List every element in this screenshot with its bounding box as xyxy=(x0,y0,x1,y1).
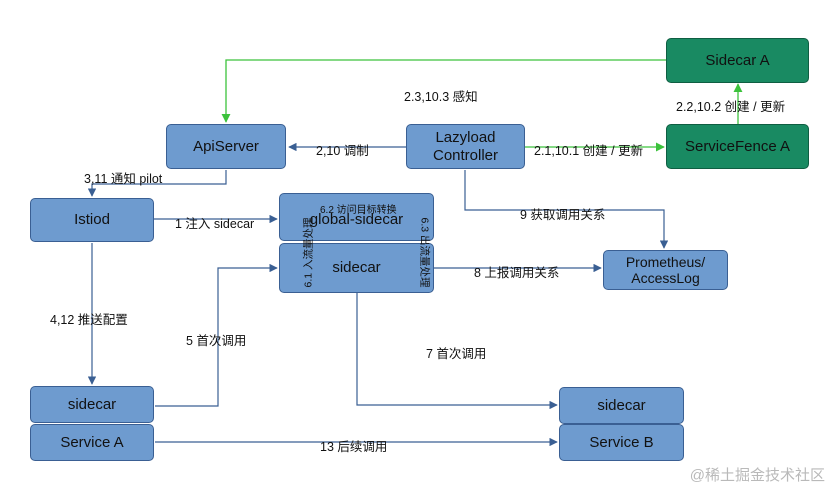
node-service-a: Service A xyxy=(30,424,154,461)
label-create-update-fence: 2.1,10.1 创建 / 更新 xyxy=(534,144,644,158)
node-lazyload-line1: Lazyload xyxy=(435,128,496,146)
node-istiod: Istiod xyxy=(30,198,154,242)
node-sidecar-center: sidecar xyxy=(279,243,434,293)
edge-apiserver-to-istiod xyxy=(87,170,227,197)
node-sidecar-right: sidecar xyxy=(559,387,684,424)
node-global-sidecar-label: global-sidecar xyxy=(309,211,404,228)
label-inject: 1 注入 sidecar xyxy=(175,217,255,231)
node-sidecar-a: Sidecar A xyxy=(666,38,809,83)
label-notify: 3,11 通知 pilot xyxy=(84,172,163,186)
node-global-sidecar: global-sidecar xyxy=(279,193,434,241)
node-istiod-label: Istiod xyxy=(74,211,110,228)
edge-sidecara-to-apiserver xyxy=(221,59,666,123)
node-sidecar-right-label: sidecar xyxy=(597,396,646,414)
label-first-call-7: 7 首次调用 xyxy=(426,347,487,361)
edge-lazyload-to-prometheus xyxy=(464,170,669,249)
node-sidecar-left: sidecar xyxy=(30,386,154,423)
node-sidecar-center-label: sidecar xyxy=(332,259,381,276)
label-create-update-sidecar: 2.2,10.2 创建 / 更新 xyxy=(676,100,786,114)
node-prometheus-accesslog: Prometheus/ AccessLog xyxy=(603,250,728,290)
label-target-convert: 6.2 访问目标转换 xyxy=(320,205,397,216)
edge-sidecarleft-to-center xyxy=(155,263,278,407)
label-report: 8 上报调用关系 xyxy=(474,266,560,280)
label-sense: 2.3,10.3 感知 xyxy=(404,90,478,104)
edge-center-to-sidecarright xyxy=(356,293,558,410)
node-lazyload-controller: Lazyload Controller xyxy=(406,124,525,169)
node-lazyload-line2: Controller xyxy=(432,146,499,164)
node-prometheus-line1: Prometheus/ xyxy=(625,254,706,270)
label-subsequent-call: 13 后续调用 xyxy=(320,440,388,454)
label-outbound: 6.3 出流量处理 xyxy=(418,217,431,288)
label-first-call-5: 5 首次调用 xyxy=(186,334,247,348)
node-apiserver-label: ApiServer xyxy=(193,137,259,155)
node-sidecar-a-label: Sidecar A xyxy=(705,51,770,69)
node-servicefence-a: ServiceFence A xyxy=(666,124,809,169)
label-push-config: 4,12 推送配置 xyxy=(50,313,128,327)
watermark: @稀土掘金技术社区 xyxy=(689,467,825,484)
node-servicefence-a-label: ServiceFence A xyxy=(684,137,791,155)
label-fetch: 9 获取调用关系 xyxy=(520,208,606,222)
node-service-b: Service B xyxy=(559,424,684,461)
node-apiserver: ApiServer xyxy=(166,124,286,169)
node-service-a-label: Service A xyxy=(60,433,124,451)
node-service-b-label: Service B xyxy=(589,433,654,451)
label-tune: 2,10 调制 xyxy=(316,144,369,158)
node-sidecar-left-label: sidecar xyxy=(67,395,117,413)
node-prometheus-line2: AccessLog xyxy=(631,270,700,286)
label-inbound: 6.1 入流量处理 xyxy=(302,217,315,288)
